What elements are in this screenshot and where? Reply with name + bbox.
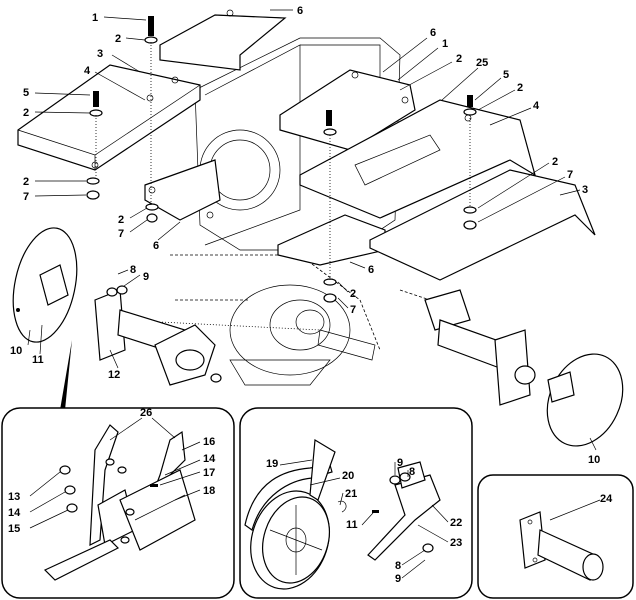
callout-label: 7	[118, 228, 124, 240]
callout-label: 1	[92, 12, 98, 24]
callout-label: 6	[153, 240, 159, 252]
callout-label: 6	[297, 5, 303, 17]
callout-label: 10	[10, 345, 22, 357]
side-disc-left	[12, 227, 78, 343]
detail-pointer	[60, 340, 72, 410]
callout-label: 2	[552, 156, 558, 168]
callout-label: 2	[517, 82, 523, 94]
callout-label: 2	[350, 288, 356, 300]
callout-label: 18	[203, 485, 215, 497]
callout-label: 6	[368, 264, 374, 276]
leader-lines	[27, 9, 597, 451]
axle-shaft-left	[94, 285, 222, 386]
hood-bracket-right-lower	[277, 214, 386, 266]
callout-labels: 1 2 6 3 4 5 2 2 7 6 1 2 25 5 2 4 2 7 3 2…	[8, 5, 613, 585]
callout-label: 8	[395, 560, 401, 572]
callout-label: 8	[409, 466, 415, 478]
callout-label: 15	[8, 523, 20, 535]
callout-label: 1	[442, 38, 448, 50]
callout-label: 13	[8, 491, 20, 503]
detail-box-tiller-hub	[1, 407, 235, 599]
callout-label: 24	[600, 493, 613, 505]
callout-label: 2	[23, 176, 29, 188]
callout-label: 9	[395, 573, 401, 585]
detail-box-transport-wheel	[239, 407, 473, 599]
callout-label: 5	[23, 87, 29, 99]
callout-label: 11	[346, 519, 358, 531]
hood-plate-left	[17, 64, 201, 171]
callout-label: 25	[476, 57, 488, 69]
detail-box-axle-stub	[477, 474, 634, 599]
callout-label: 3	[582, 184, 588, 196]
callout-label: 12	[108, 369, 120, 381]
callout-label: 2	[118, 214, 124, 226]
callout-label: 8	[130, 264, 136, 276]
callout-label: 23	[450, 537, 462, 549]
hood-plate-right	[299, 99, 536, 219]
fasteners	[86, 16, 477, 303]
callout-label: 2	[115, 33, 121, 45]
callout-label: 9	[143, 271, 149, 283]
callout-label: 16	[203, 436, 215, 448]
side-disc-right	[546, 353, 624, 447]
callout-label: 3	[97, 48, 103, 60]
callout-label: 11	[32, 354, 44, 366]
callout-label: 6	[430, 27, 436, 39]
callout-label: 7	[350, 304, 356, 316]
callout-label: 9	[397, 457, 403, 469]
callout-label: 14	[203, 453, 216, 465]
callout-label: 22	[450, 517, 462, 529]
callout-label: 26	[140, 407, 152, 419]
callout-label: 4	[533, 100, 540, 112]
callout-label: 7	[23, 191, 29, 203]
callout-label: 20	[342, 470, 354, 482]
hood-bracket-top	[159, 9, 287, 71]
callout-label: 2	[456, 53, 462, 65]
callout-label: 10	[588, 454, 600, 466]
axle-shaft-right	[424, 289, 536, 406]
hood-bracket-right-upper	[279, 69, 416, 151]
callout-label: 21	[345, 488, 357, 500]
callout-label: 17	[203, 467, 215, 479]
callout-label: 7	[567, 169, 573, 181]
callout-label: 19	[266, 458, 278, 470]
callout-label: 2	[23, 107, 29, 119]
callout-label: 14	[8, 507, 21, 519]
callout-label: 4	[84, 65, 91, 77]
callout-label: 5	[503, 69, 509, 81]
hood-bracket-lower-left	[144, 159, 221, 221]
